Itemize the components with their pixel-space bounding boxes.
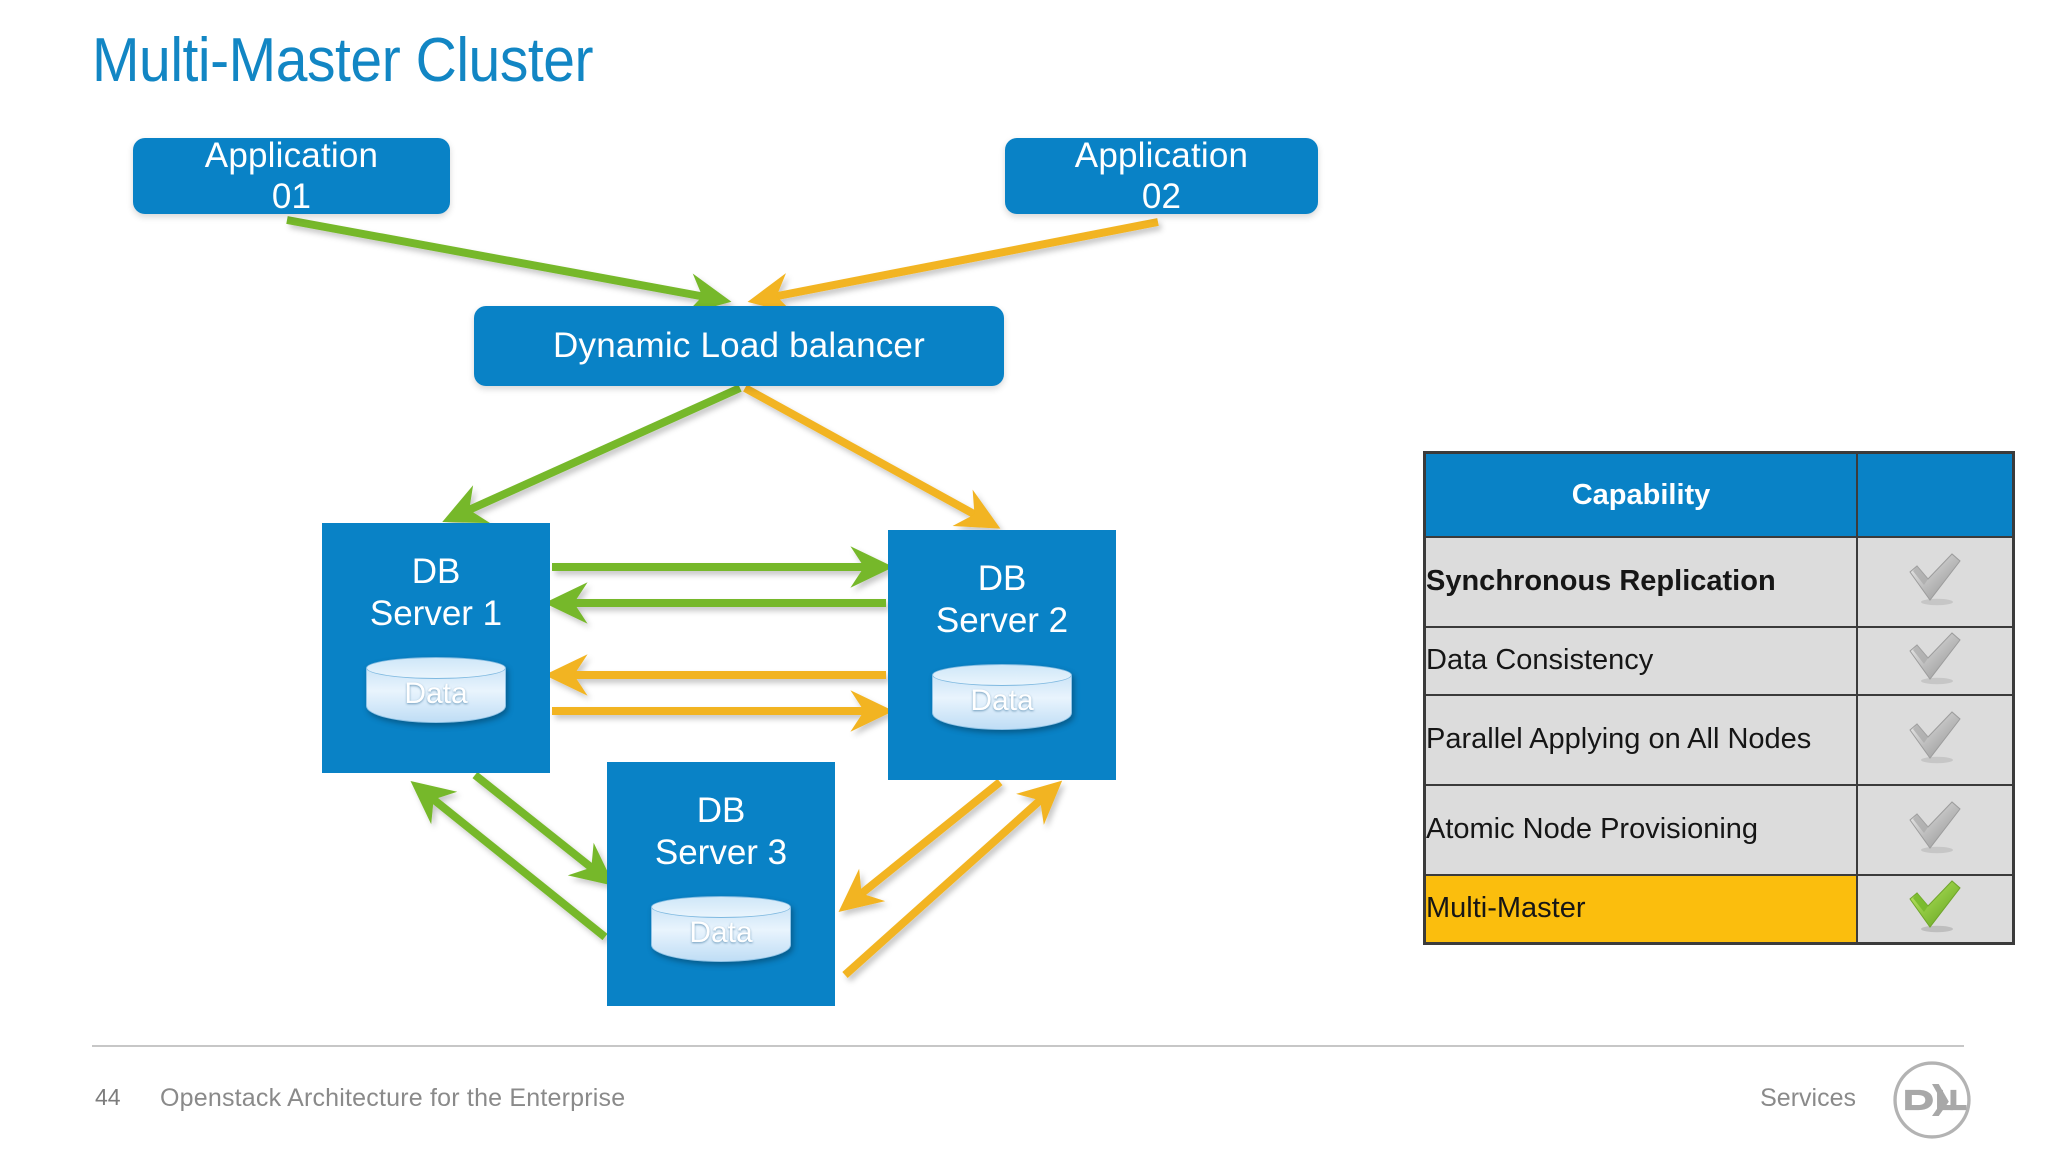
application-01-box[interactable]: Application 01 <box>133 136 450 216</box>
db-server-1-label: DB Server 1 <box>369 552 503 633</box>
db-server-2-box[interactable]: DB Server 2 Data <box>888 530 1116 780</box>
db-server-2-store-label: Data <box>970 684 1034 717</box>
load-balancer-box[interactable]: Dynamic Load balancer <box>474 306 1004 386</box>
db-server-3-box[interactable]: DB Server 3 Data <box>607 762 835 1006</box>
capability-label: Multi-Master <box>1424 874 1858 944</box>
capability-label: Parallel Applying on All Nodes <box>1424 694 1858 786</box>
table-header-row: Capability <box>1424 452 2014 538</box>
grey-check-icon <box>1856 694 2014 786</box>
footer-deck-title: Openstack Architecture for the Enterpris… <box>160 1084 626 1112</box>
application-02-label: Application 02 <box>1074 135 1249 216</box>
database-cylinder-icon: Data <box>932 664 1072 738</box>
dell-logo-icon <box>1893 1061 1971 1139</box>
grey-check-icon <box>1856 626 2014 696</box>
page-title: Multi-Master Cluster <box>92 26 594 95</box>
grey-check-icon <box>1856 536 2014 628</box>
table-row: Parallel Applying on All Nodes <box>1424 694 2014 786</box>
db-server-3-store-label: Data <box>689 916 753 949</box>
column-header-capability: Capability <box>1424 452 1858 538</box>
capability-label: Data Consistency <box>1424 626 1858 696</box>
footer-services-label: Services <box>1760 1084 1856 1112</box>
column-header-mark <box>1856 452 2014 538</box>
footer-divider <box>92 1045 1964 1047</box>
application-01-label: Application 01 <box>204 135 379 216</box>
application-02-box[interactable]: Application 02 <box>1005 136 1318 216</box>
db-server-2-label: DB Server 2 <box>935 559 1069 640</box>
db-server-1-box[interactable]: DB Server 1 Data <box>322 523 550 773</box>
table-row: Atomic Node Provisioning <box>1424 784 2014 876</box>
footer-page-number: 44 <box>95 1084 121 1110</box>
green-check-icon <box>1856 874 2014 944</box>
database-cylinder-icon: Data <box>366 657 506 731</box>
database-cylinder-icon: Data <box>651 896 791 970</box>
db-server-3-label: DB Server 3 <box>654 791 788 872</box>
load-balancer-label: Dynamic Load balancer <box>553 326 925 366</box>
capability-label: Atomic Node Provisioning <box>1424 784 1858 876</box>
table-row: Data Consistency <box>1424 626 2014 696</box>
grey-check-icon <box>1856 784 2014 876</box>
db-server-1-store-label: Data <box>404 677 468 710</box>
table-row: Multi-Master <box>1424 874 2014 944</box>
capability-label: Synchronous Replication <box>1424 536 1858 628</box>
table-row: Synchronous Replication <box>1424 536 2014 628</box>
